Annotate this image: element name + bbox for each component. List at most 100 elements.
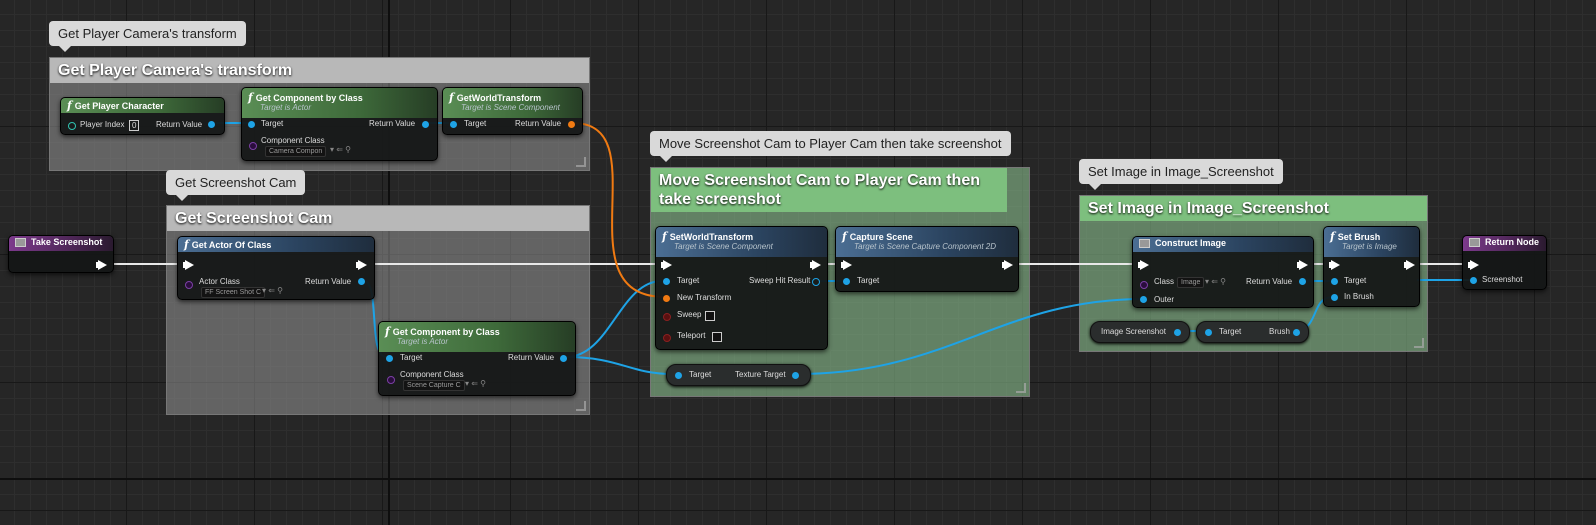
node-get-brush[interactable]: Target Brush (1196, 321, 1309, 343)
comment-bubble-camera-transform[interactable]: Get Player Camera's transform (49, 21, 246, 52)
variable-output-pin[interactable] (1174, 329, 1181, 336)
sweep-hit-result-pin[interactable] (812, 278, 820, 286)
return-value-pin[interactable] (358, 278, 365, 285)
class-dropdown[interactable]: Image (1177, 277, 1205, 288)
in-brush-label: In Brush (1344, 292, 1374, 301)
exec-out-pin[interactable] (1297, 260, 1308, 270)
chevron-down-icon[interactable]: ▾ ⇐ ⚲ (1205, 277, 1227, 286)
target-pin[interactable] (1331, 278, 1338, 285)
exec-in-pin[interactable] (1138, 260, 1149, 270)
sweep-pin[interactable] (663, 313, 671, 321)
return-value-pin[interactable] (560, 355, 567, 362)
brush-pin[interactable] (1293, 329, 1300, 336)
exec-in-pin[interactable] (183, 260, 194, 270)
return-value-label: Return Value (156, 120, 203, 129)
return-value-pin[interactable] (422, 121, 429, 128)
exec-out-pin[interactable] (1002, 260, 1013, 270)
chevron-down-icon[interactable]: ▾ ⇐ ⚲ (262, 286, 284, 295)
node-get-texture-target[interactable]: Target Texture Target (666, 364, 811, 386)
return-value-label: Return Value (1246, 277, 1293, 286)
resize-grip-icon[interactable] (1414, 338, 1424, 348)
resize-grip-icon[interactable] (576, 401, 586, 411)
player-index-pin[interactable] (68, 122, 76, 130)
exec-in-pin[interactable] (1329, 260, 1340, 270)
component-class-dropdown[interactable]: Scene Capture C (403, 380, 465, 391)
target-pin[interactable] (248, 121, 255, 128)
player-index-input[interactable]: 0 (129, 120, 140, 131)
node-return-node[interactable]: Return Node Screenshot (1462, 235, 1547, 290)
node-subtitle: Target is Actor (397, 337, 448, 346)
node-title: GetWorldTransform (456, 92, 542, 103)
comment-bubble-move-cam[interactable]: Move Screenshot Cam to Player Cam then t… (650, 131, 1011, 162)
function-icon: f (67, 99, 72, 112)
component-class-dropdown[interactable]: Camera Compon (265, 146, 327, 157)
outer-pin[interactable] (1140, 296, 1147, 303)
exec-out-pin[interactable] (1404, 260, 1415, 270)
screenshot-pin[interactable] (1470, 277, 1477, 284)
comment-title-set-image[interactable]: Set Image in Image_Screenshot (1080, 196, 1427, 221)
chevron-down-icon[interactable]: ▾ ⇐ ⚲ (330, 145, 352, 154)
node-title: Construct Image (1155, 238, 1227, 248)
component-class-pin[interactable] (387, 376, 395, 384)
target-label: Target (689, 370, 712, 379)
chevron-down-icon[interactable]: ▾ ⇐ ⚲ (465, 379, 487, 388)
teleport-checkbox[interactable] (712, 332, 722, 342)
return-value-pin[interactable] (568, 121, 575, 128)
target-pin[interactable] (843, 278, 850, 285)
comment-title-camera-transform[interactable]: Get Player Camera's transform (50, 58, 589, 83)
return-value-pin[interactable] (208, 121, 215, 128)
comment-bubble-set-image[interactable]: Set Image in Image_Screenshot (1079, 159, 1283, 190)
return-value-pin[interactable] (1299, 278, 1306, 285)
exec-in-pin[interactable] (661, 260, 672, 270)
teleport-pin[interactable] (663, 334, 671, 342)
new-transform-pin[interactable] (663, 295, 670, 302)
exec-out-pin[interactable] (96, 260, 107, 270)
new-transform-label: New Transform (677, 293, 732, 302)
exec-out-pin[interactable] (810, 260, 821, 270)
actor-class-dropdown[interactable]: FF Screen Shot C (201, 287, 266, 298)
exec-in-pin[interactable] (841, 260, 852, 270)
comment-title-screenshot-cam[interactable]: Get Screenshot Cam (167, 206, 589, 231)
target-pin[interactable] (386, 355, 393, 362)
exec-in-pin[interactable] (1468, 260, 1479, 270)
variable-image-screenshot[interactable]: Image Screenshot (1090, 321, 1190, 343)
sweep-checkbox[interactable] (705, 311, 715, 321)
in-brush-pin[interactable] (1331, 294, 1338, 301)
target-pin[interactable] (450, 121, 457, 128)
exec-out-pin[interactable] (356, 260, 367, 270)
function-icon: f (449, 91, 454, 104)
resize-grip-icon[interactable] (576, 157, 586, 167)
return-value-label: Return Value (305, 277, 352, 286)
node-construct-image[interactable]: Construct Image Class Image ▾ ⇐ ⚲ Return… (1132, 236, 1314, 308)
texture-target-label: Texture Target (735, 370, 786, 379)
target-pin[interactable] (663, 278, 670, 285)
player-index-label: Player Index (80, 120, 125, 129)
target-label: Target (261, 119, 284, 128)
comment-title-move-cam[interactable]: Move Screenshot Cam to Player Cam then t… (651, 168, 1007, 212)
target-pin[interactable] (675, 372, 682, 379)
target-label: Target (1344, 276, 1367, 285)
target-pin[interactable] (1205, 329, 1212, 336)
class-pin[interactable] (1140, 281, 1148, 289)
screenshot-label: Screenshot (1482, 275, 1523, 284)
node-take-screenshot[interactable]: Take Screenshot (8, 235, 114, 273)
resize-grip-icon[interactable] (1016, 383, 1026, 393)
node-header: Return Node (1463, 236, 1546, 251)
texture-target-pin[interactable] (792, 372, 799, 379)
comment-bubble-screenshot-cam[interactable]: Get Screenshot Cam (166, 170, 306, 201)
return-value-label: Return Value (515, 119, 562, 128)
node-subtitle: Target is Scene Component (674, 242, 773, 251)
actor-class-pin[interactable] (185, 281, 193, 289)
component-class-pin[interactable] (249, 142, 257, 150)
sweep-hit-result-label: Sweep Hit Result (749, 276, 811, 285)
